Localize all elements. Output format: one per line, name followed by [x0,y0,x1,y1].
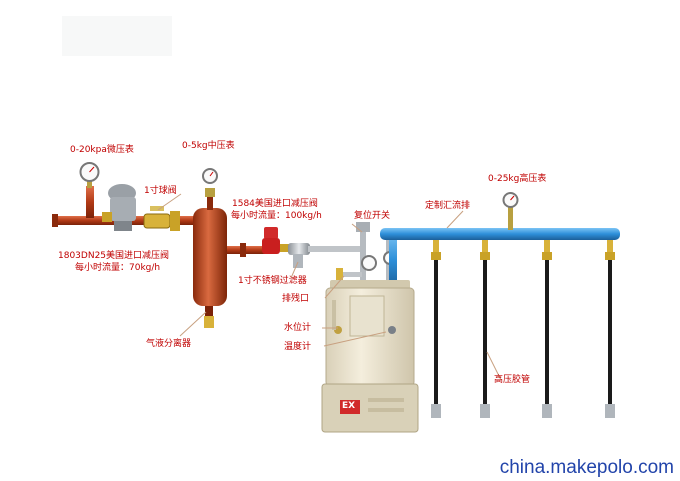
ex-mark: EX [342,401,356,411]
outlet-pipe-red [227,243,269,257]
label-drain: 排残口 [282,294,310,304]
manifold-pipe [380,228,620,288]
label-high-gauge: 0-25kg高压表 [488,174,547,184]
hose-2 [480,240,490,418]
vaporizer-cabinet [321,280,419,433]
label-reg-1803-line1: 1803DN25美国进口减压阀 [58,251,170,261]
label-reg-1803-line2: 每小时流量：70kg/h [75,263,161,273]
mid-pressure-gauge [202,168,218,184]
label-water-level: 水位计 [284,323,312,333]
hose-outlets [431,240,615,418]
label-reg-1584-line1: 1584美国进口减压阀 [232,199,318,209]
regulator-1584 [262,227,290,254]
label-filter: 1寸不锈钢过滤器 [238,276,307,286]
gas-liquid-separator [193,188,227,328]
regulator-1803 [102,184,136,231]
leader-lines [157,193,502,381]
stainless-filter [288,243,310,268]
label-mid-gauge: 0-5kg中压表 [182,141,235,151]
watermark: china.makepolo.com [499,457,674,478]
label-reg-1584-line2: 每小时流量：100kg/h [231,211,322,221]
label-ball-valve: 1寸球阀 [144,186,177,196]
hose-1 [431,240,441,418]
micro-pressure-gauge [79,162,100,188]
hose-4 [605,240,615,418]
faint-logo-area [62,16,172,56]
label-micro-gauge: 0-20kpa微压表 [70,145,134,155]
label-separator: 气液分离器 [146,339,192,349]
label-hose: 高压胶管 [494,375,531,385]
ball-valve [143,206,180,231]
label-reset-switch: 复位开关 [354,211,391,221]
high-pressure-gauge [502,192,519,230]
hose-3 [542,240,552,418]
label-manifold: 定制汇流排 [425,201,471,211]
label-thermometer: 温度计 [284,342,312,352]
